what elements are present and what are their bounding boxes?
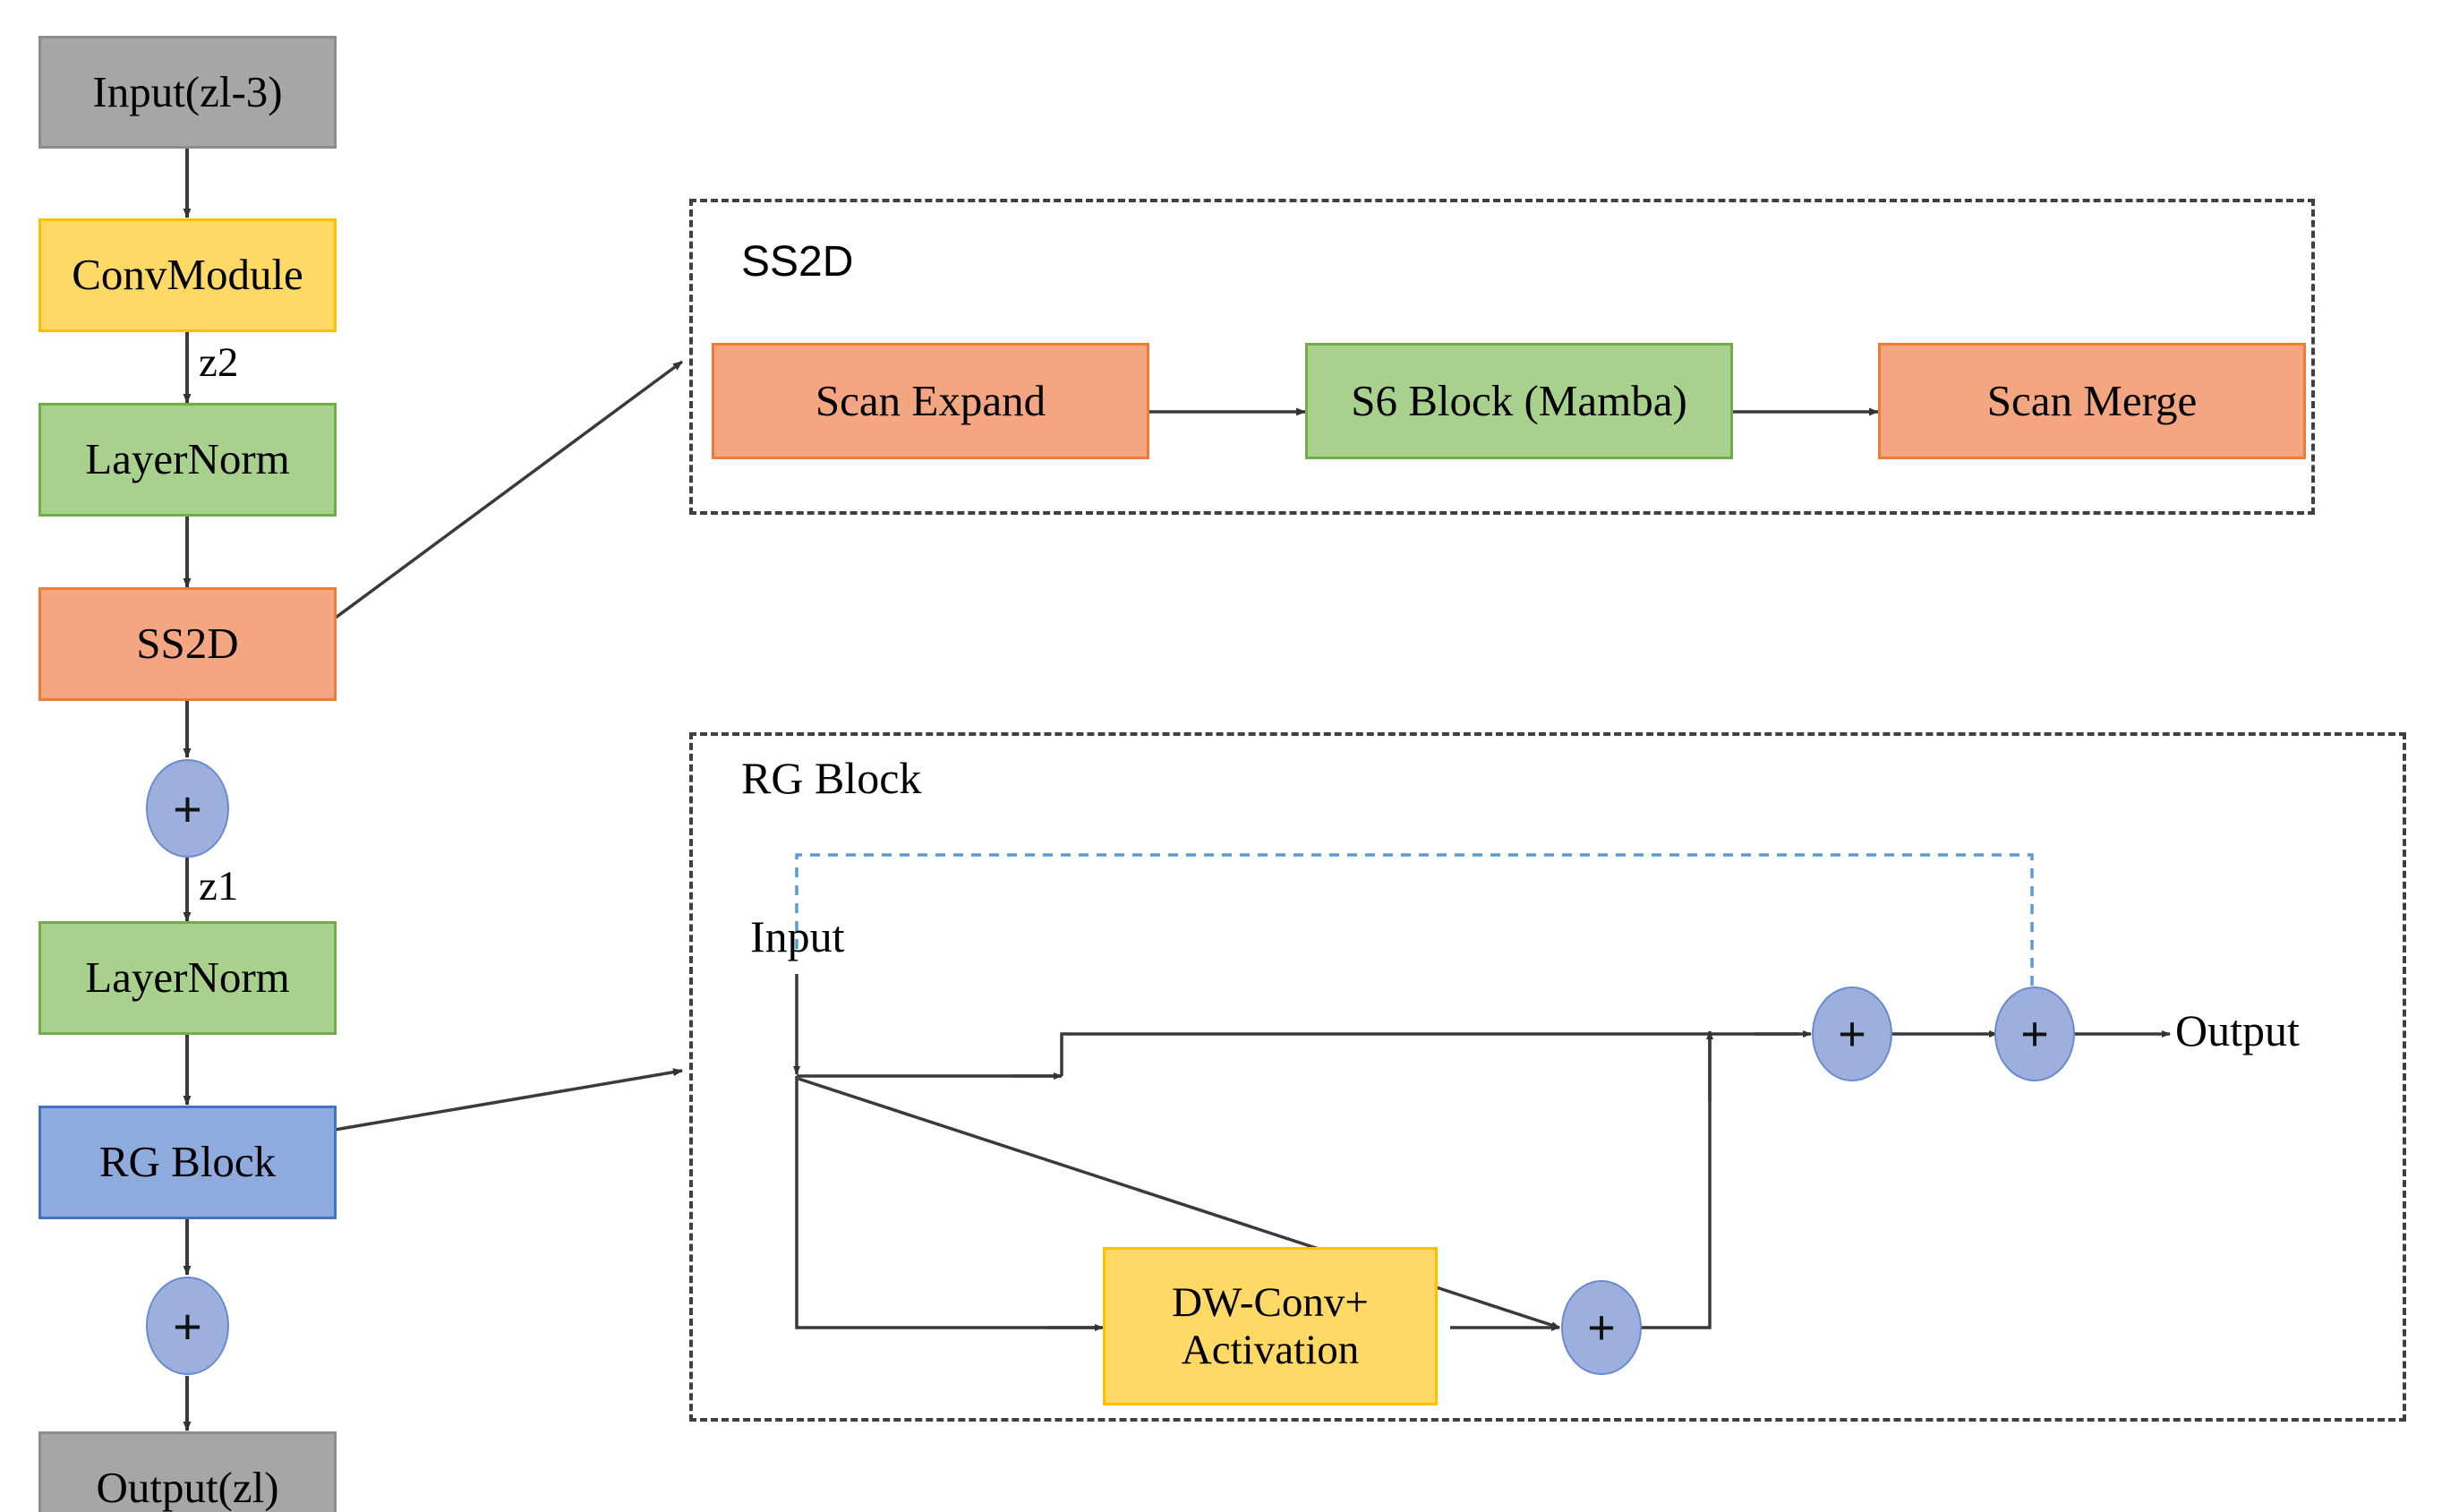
rg-adder-mid[interactable]: + [1812, 987, 1892, 1081]
node-scan-expand-label: Scan Expand [815, 375, 1046, 425]
adder-2-label: + [173, 1297, 202, 1354]
adder-2[interactable]: + [146, 1277, 229, 1375]
adder-1[interactable]: + [146, 759, 229, 858]
rg-block-input-label: Input [750, 911, 845, 961]
node-rgblock-label: RG Block [98, 1137, 277, 1187]
rg-adder-right-label: + [2020, 1007, 2049, 1061]
rg-adder-right[interactable]: + [1994, 987, 2075, 1081]
ss2d-panel [689, 199, 2315, 515]
node-input[interactable]: Input(zl-3) [38, 36, 337, 149]
rg-block-panel [689, 732, 2406, 1422]
node-rgblock[interactable]: RG Block [38, 1106, 337, 1219]
rg-block-panel-title: RG Block [741, 753, 922, 803]
rg-adder-low[interactable]: + [1561, 1280, 1642, 1375]
node-scan-expand[interactable]: Scan Expand [712, 343, 1149, 459]
node-output[interactable]: Output(zl) [38, 1431, 337, 1512]
rg-adder-mid-label: + [1838, 1007, 1866, 1061]
node-dwconv-activation[interactable]: DW-Conv+ Activation [1103, 1247, 1438, 1405]
edge-label-z2: z2 [199, 339, 239, 386]
node-ss2d-label: SS2D [136, 619, 239, 669]
node-dwconv-label-line2: Activation [1181, 1326, 1360, 1373]
node-layernorm-1[interactable]: LayerNorm [38, 403, 337, 517]
node-s6-block[interactable]: S6 Block (Mamba) [1305, 343, 1733, 459]
ss2d-panel-title: SS2D [741, 238, 854, 286]
node-layernorm-2-label: LayerNorm [85, 952, 290, 1003]
node-output-label: Output(zl) [96, 1462, 279, 1512]
node-s6-block-label: S6 Block (Mamba) [1351, 375, 1687, 425]
callout-ss2d-to-panel [328, 360, 684, 624]
node-dwconv-label-line1: DW-Conv+ [1172, 1278, 1369, 1326]
node-layernorm-1-label: LayerNorm [85, 434, 290, 484]
node-convmodule-label: ConvModule [72, 250, 303, 300]
node-input-label: Input(zl-3) [92, 66, 283, 116]
edge-label-z1: z1 [199, 863, 239, 910]
node-ss2d[interactable]: SS2D [38, 587, 337, 701]
node-layernorm-2[interactable]: LayerNorm [38, 921, 337, 1035]
rg-adder-low-label: + [1587, 1301, 1616, 1354]
callout-rgblock-to-panel [329, 1068, 683, 1132]
node-convmodule[interactable]: ConvModule [38, 218, 337, 332]
adder-1-label: + [173, 780, 202, 837]
rg-block-output-label: Output [2175, 1005, 2300, 1055]
node-scan-merge[interactable]: Scan Merge [1878, 343, 2306, 459]
node-scan-merge-label: Scan Merge [1986, 375, 2198, 425]
